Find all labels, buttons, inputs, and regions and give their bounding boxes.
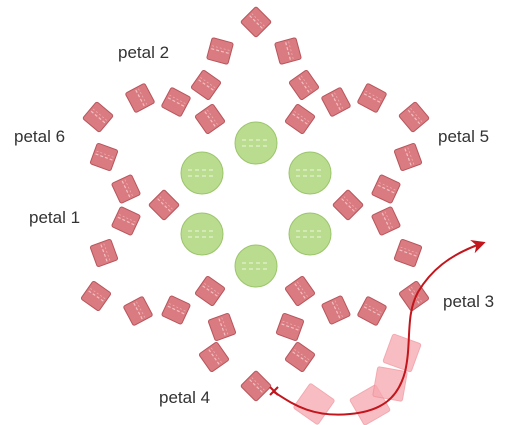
bicone-bead-icon xyxy=(161,295,191,325)
thread-start-cross-icon xyxy=(269,386,279,396)
label-petal-2: petal 2 xyxy=(118,43,169,62)
thread-arrow-icon xyxy=(273,240,486,416)
bicone-bead-icon xyxy=(321,295,351,325)
label-petal-6: petal 6 xyxy=(14,127,65,146)
bicone-bead-icon xyxy=(398,280,430,312)
bicone-bead-icon xyxy=(357,296,387,326)
bicone-bead-icon xyxy=(111,174,141,204)
bicone-bead-icon xyxy=(206,37,234,65)
label-petal-5: petal 5 xyxy=(438,127,489,146)
ghost-bead-icon xyxy=(293,383,335,425)
ghost-bead-icon xyxy=(372,366,408,402)
bicone-bead-icon xyxy=(240,6,272,38)
center-pearls xyxy=(180,121,332,288)
bicone-bead-icon xyxy=(161,87,191,117)
bicone-bead-icon xyxy=(371,174,401,204)
ghost-beads xyxy=(293,333,422,425)
bicone-bead-icon xyxy=(393,142,423,172)
bicone-bead-icon xyxy=(123,296,153,326)
bicone-bead-icon xyxy=(89,142,119,172)
round-pearl-icon xyxy=(180,151,224,195)
bicone-bead-icon xyxy=(332,189,364,221)
bicone-beads xyxy=(80,6,430,402)
label-petal-3: petal 3 xyxy=(443,292,494,311)
bicone-bead-icon xyxy=(80,280,112,312)
bicone-bead-icon xyxy=(357,83,387,113)
bicone-bead-icon xyxy=(207,312,237,342)
bicone-bead-icon xyxy=(284,103,316,135)
round-pearl-icon xyxy=(234,244,278,288)
bicone-bead-icon xyxy=(198,341,230,373)
bicone-bead-icon xyxy=(288,69,320,101)
round-pearl-icon xyxy=(180,212,224,256)
bicone-bead-icon xyxy=(240,370,272,402)
ghost-bead-icon xyxy=(382,333,422,373)
bicone-bead-icon xyxy=(194,275,226,307)
bicone-bead-icon xyxy=(393,238,423,268)
bicone-bead-icon xyxy=(148,189,180,221)
label-petal-4: petal 4 xyxy=(159,388,210,407)
round-pearl-icon xyxy=(288,151,332,195)
bicone-bead-icon xyxy=(111,206,141,236)
bicone-bead-icon xyxy=(398,101,430,133)
bicone-bead-icon xyxy=(190,69,222,101)
bicone-bead-icon xyxy=(194,103,226,135)
bicone-bead-icon xyxy=(274,37,302,65)
bicone-bead-icon xyxy=(284,275,316,307)
bicone-bead-icon xyxy=(125,83,155,113)
round-pearl-icon xyxy=(234,121,278,165)
bicone-bead-icon xyxy=(371,206,401,236)
bicone-bead-icon xyxy=(275,312,305,342)
bicone-bead-icon xyxy=(321,87,351,117)
bicone-bead-icon xyxy=(89,238,119,268)
round-pearl-icon xyxy=(288,212,332,256)
label-petal-1: petal 1 xyxy=(29,208,80,227)
bicone-bead-icon xyxy=(284,341,316,373)
bicone-bead-icon xyxy=(82,101,114,133)
